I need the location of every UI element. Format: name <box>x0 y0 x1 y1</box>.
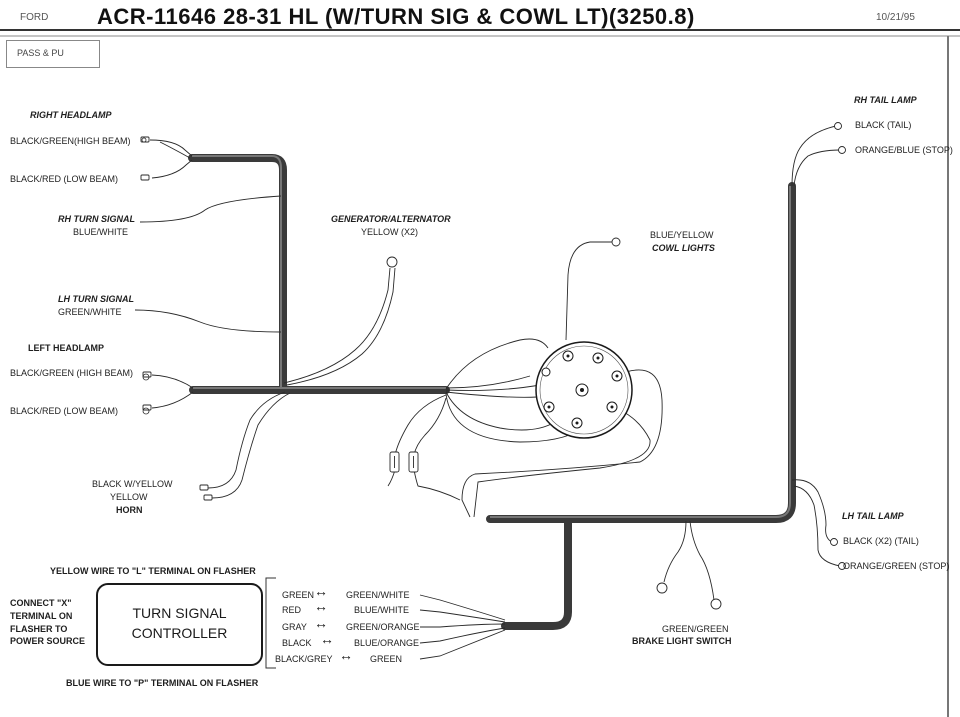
controller-label-1: TURN SIGNAL <box>132 605 227 621</box>
brake-switch-label: BRAKE LIGHT SWITCH <box>632 636 732 646</box>
horn-label-3: HORN <box>116 505 143 515</box>
connect-x-note-1: CONNECT "X" <box>10 598 72 608</box>
wires <box>134 125 841 660</box>
arrow-icon: ↔ <box>314 615 328 631</box>
lh-tail-stop-label: ORANGE/GREEN (STOP) <box>843 561 950 571</box>
harness <box>188 154 796 630</box>
right-headlamp-label: RIGHT HEADLAMP <box>30 110 112 120</box>
left-headlamp-label: LEFT HEADLAMP <box>28 343 104 353</box>
wire-map-to: GREEN <box>370 654 403 664</box>
lh-low-beam-label: BLACK/RED (LOW BEAM) <box>10 406 119 416</box>
horn-label-1: BLACK W/YELLOW <box>92 479 173 489</box>
connect-x-note-3: FLASHER TO <box>10 624 68 634</box>
connect-x-note-2: TERMINAL ON <box>10 611 73 621</box>
lh-turn-signal-color: GREEN/WHITE <box>58 307 122 317</box>
arrow-icon: ↔ <box>314 598 328 614</box>
brake-switch-color: GREEN/GREEN <box>662 624 729 634</box>
page-title: ACR-11646 28-31 HL (W/TURN SIG & COWL LT… <box>97 4 695 29</box>
wire-map-to: GREEN/ORANGE <box>346 622 420 632</box>
rh-turn-signal-color: BLUE/WHITE <box>73 227 129 237</box>
lh-turn-signal-label: LH TURN SIGNAL <box>58 294 134 304</box>
rh-tail-black-label: BLACK (TAIL) <box>855 120 912 130</box>
inline-fuses <box>389 451 419 473</box>
arrow-icon: ↔ <box>339 647 353 663</box>
brand-label: FORD <box>20 12 49 23</box>
terminal-block <box>535 341 633 439</box>
wire-map-from: GRAY <box>282 622 307 632</box>
vehicle-tag-label: PASS & PU <box>17 48 64 58</box>
arrow-icon: ↔ <box>314 583 328 599</box>
turn-signal-controller: TURN SIGNAL CONTROLLER <box>96 583 263 666</box>
wire-map-to: BLUE/ORANGE <box>354 638 420 648</box>
wire-map-from: GREEN <box>282 590 315 600</box>
wire-map-to: GREEN/WHITE <box>346 590 410 600</box>
harness-highlight <box>192 155 791 518</box>
controller-label-2: CONTROLLER <box>131 625 228 641</box>
date-label: 10/21/95 <box>876 12 915 23</box>
vehicle-tag: PASS & PU <box>6 40 100 68</box>
rh-high-beam-label: BLACK/GREEN(HIGH BEAM) <box>10 136 131 146</box>
connect-x-note-4: POWER SOURCE <box>10 636 86 646</box>
lh-high-beam-label: BLACK/GREEN (HIGH BEAM) <box>10 368 134 378</box>
lh-tail-black-label: BLACK (X2) (TAIL) <box>843 536 919 546</box>
wire-map-from: BLACK/GREY <box>275 654 333 664</box>
blue-wire-note: BLUE WIRE TO "P" TERMINAL ON FLASHER <box>66 678 259 688</box>
cowl-lights-label: COWL LIGHTS <box>652 243 715 253</box>
wire-map-from: RED <box>282 605 302 615</box>
wire-map-from: BLACK <box>282 638 312 648</box>
rh-turn-signal-label: RH TURN SIGNAL <box>58 214 135 224</box>
rh-tail-stop-label: ORANGE/BLUE (STOP) <box>855 145 953 155</box>
wire-map-to: BLUE/WHITE <box>354 605 410 615</box>
rh-tail-lamp-label: RH TAIL LAMP <box>854 95 917 105</box>
yellow-wire-note: YELLOW WIRE TO "L" TERMINAL ON FLASHER <box>50 566 256 576</box>
horn-label-2: YELLOW <box>110 492 148 502</box>
cowl-lights-color: BLUE/YELLOW <box>650 230 714 240</box>
terminals <box>140 122 846 610</box>
generator-color: YELLOW (X2) <box>361 227 419 237</box>
lh-tail-lamp-label: LH TAIL LAMP <box>842 511 904 521</box>
rh-low-beam-label: BLACK/RED (LOW BEAM) <box>10 174 119 184</box>
generator-label: GENERATOR/ALTERNATOR <box>331 214 451 224</box>
arrow-icon: ↔ <box>320 631 334 647</box>
